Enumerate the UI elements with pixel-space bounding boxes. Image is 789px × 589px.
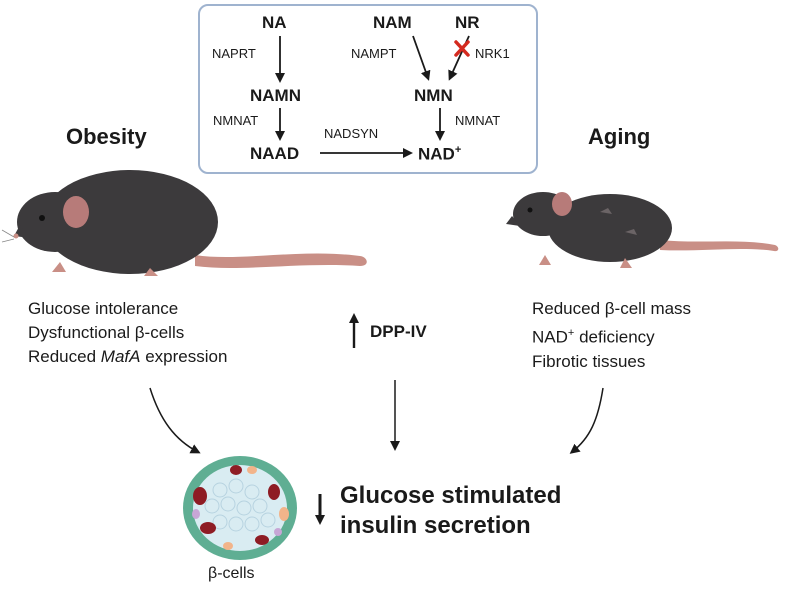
nmnat-right-enzyme: NMNAT: [455, 113, 501, 128]
arrow-nam-to-nmn: [412, 35, 431, 81]
aging-line-2: NAD+ deficiency: [532, 327, 655, 347]
gsis-line-1: Glucose stimulated: [340, 482, 562, 509]
obese-mouse-icon: [1, 170, 367, 276]
arrow-aging-to-outcome: [569, 387, 604, 454]
obesity-line-1: Glucose intolerance: [28, 299, 179, 318]
namn-node: NAMN: [250, 86, 301, 105]
nad-node: NAD+: [418, 144, 462, 164]
na-node: NA: [262, 13, 287, 32]
beta-cells-label: β-cells: [208, 565, 255, 582]
obesity-line-3: Reduced MafA expression: [28, 347, 228, 366]
aging-line-3: Fibrotic tissues: [532, 351, 646, 371]
nmnat-left-enzyme: NMNAT: [213, 113, 259, 128]
naprt-enzyme: NAPRT: [212, 46, 256, 61]
nampt-enzyme: NAMPT: [351, 46, 397, 61]
obesity-findings: Glucose intolerance Dysfunctional β-cell…: [28, 297, 227, 369]
nam-node: NAM: [373, 13, 412, 32]
nr-node: NR: [455, 13, 480, 32]
obesity-heading: Obesity: [66, 124, 147, 149]
arrow-obesity-to-islet: [149, 387, 201, 454]
aging-line-1: Reduced β-cell mass: [532, 299, 692, 318]
nrk1-inhibited-x-icon: [454, 40, 470, 57]
naad-node: NAAD: [250, 144, 300, 163]
obesity-line-2: Dysfunctional β-cells: [28, 323, 185, 342]
aging-findings: Reduced β-cell mass NAD+ deficiency Fibr…: [532, 297, 691, 374]
aged-mouse-icon: [506, 192, 779, 268]
nmn-node: NMN: [414, 86, 453, 105]
dppiv-label: DPP-IV: [370, 322, 427, 341]
islet-icon: [183, 456, 297, 560]
gsis-outcome: Glucose stimulated insulin secretion: [340, 481, 561, 541]
aging-heading: Aging: [588, 124, 651, 149]
gsis-line-2: insulin secretion: [340, 512, 531, 539]
nad-pathway-box: [198, 4, 538, 174]
nadsyn-enzyme: NADSYN: [324, 126, 379, 141]
nrk1-enzyme: NRK1: [475, 46, 510, 61]
